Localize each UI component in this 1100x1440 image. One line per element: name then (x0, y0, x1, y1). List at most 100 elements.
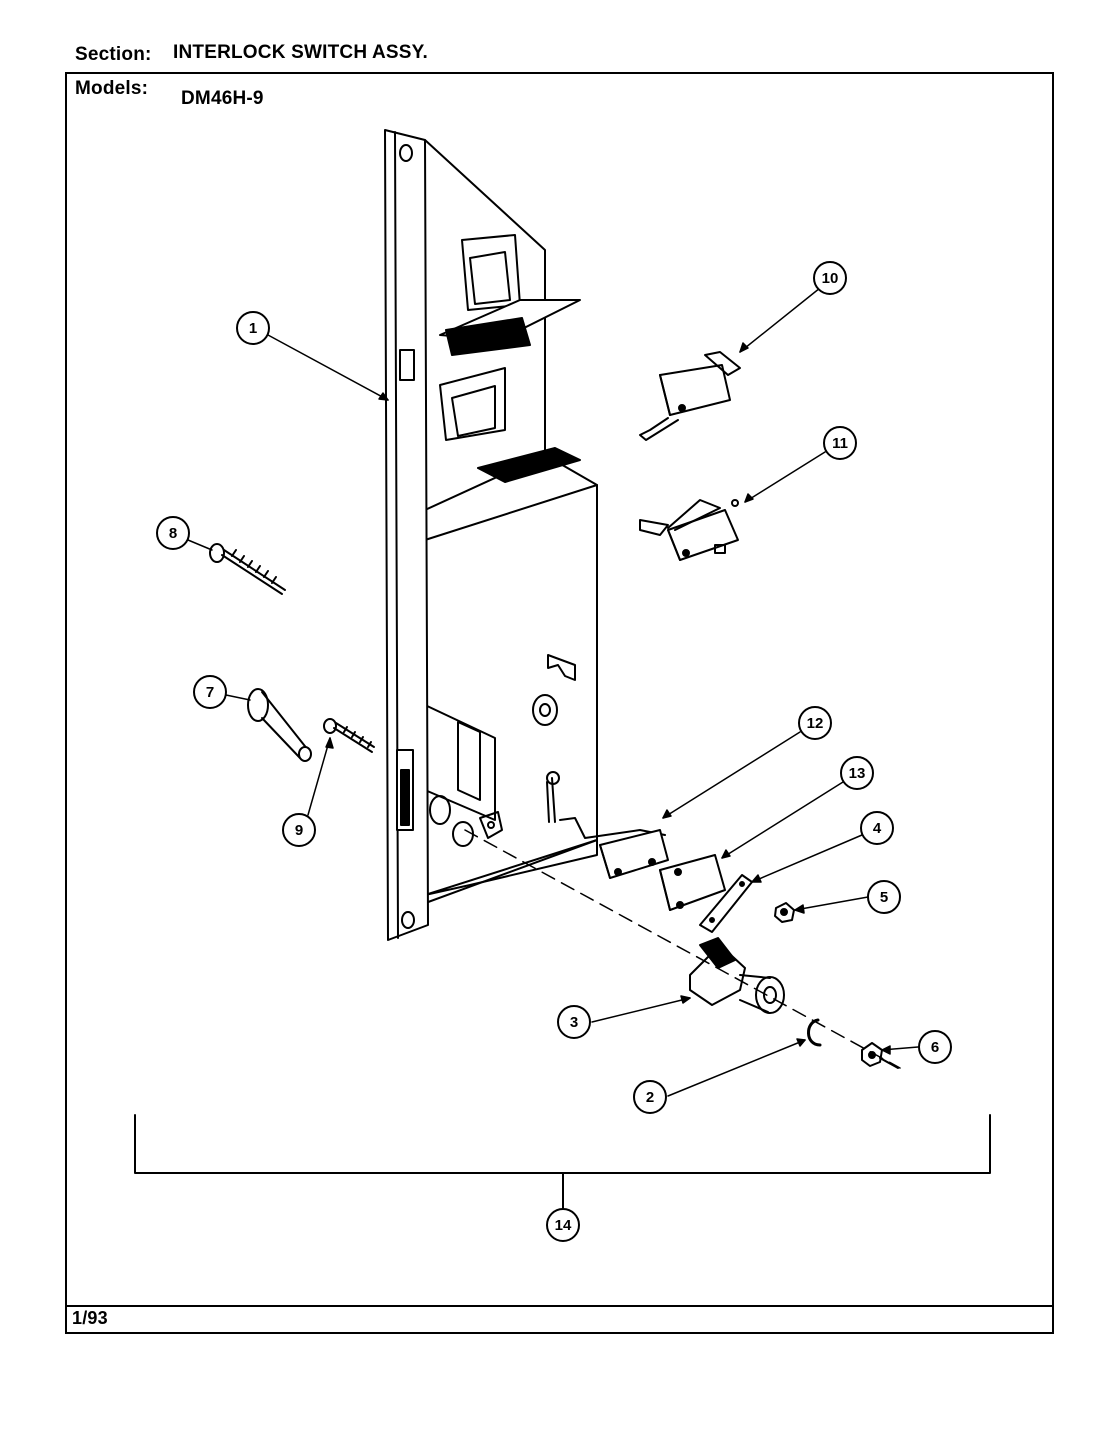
date-code: 1/93 (72, 1308, 108, 1328)
leader-7 (225, 694, 251, 701)
switch-11-lever (667, 499, 721, 531)
leader-5 (794, 896, 869, 911)
callout-12-label: 12 (807, 715, 824, 732)
screw-8-thread (221, 549, 286, 595)
switch-11-edge (667, 529, 681, 561)
switch-13-body (659, 854, 726, 911)
switch-12-screw (648, 858, 656, 866)
callout-5-label: 5 (880, 889, 888, 906)
nut-5 (774, 902, 795, 923)
assembly-bracket-line (134, 1114, 991, 1174)
switch-10-edge (659, 374, 671, 416)
mounting-bracket (384, 129, 598, 941)
arrowhead-12 (662, 809, 672, 819)
bracket-hole (532, 694, 558, 726)
leader-3 (591, 997, 691, 1023)
actuator-3-arm (739, 974, 771, 1013)
bracket-mid-slot-inner (451, 385, 496, 437)
callout-7: 7 (193, 675, 227, 709)
bracket-bottom-lip (424, 839, 598, 896)
leader-lines (187, 287, 919, 1097)
switch-13-button (674, 868, 682, 876)
callout-13: 13 (840, 756, 874, 790)
switch-11-screw (682, 549, 690, 557)
arrowhead-1 (378, 392, 389, 401)
switch-10-lever (639, 417, 679, 441)
actuator-3 (689, 937, 785, 1014)
section-label: Section: (75, 44, 152, 65)
footer-divider (65, 1305, 1054, 1307)
pin-7-head (247, 688, 269, 722)
callout-11: 11 (823, 426, 857, 460)
pin-7-end (298, 746, 312, 762)
switch-12-edge (599, 844, 611, 879)
plate-4-hole (739, 881, 745, 887)
actuator-3-cam (699, 937, 736, 969)
actuator-3-hub-hole (763, 986, 777, 1004)
leader-11 (744, 451, 826, 503)
arrowhead-2 (796, 1038, 806, 1047)
bracket-shelf-top (445, 317, 531, 356)
bracket-hook (547, 654, 576, 681)
nut-6 (861, 1042, 899, 1069)
screw-8-head (209, 543, 225, 563)
switch-11-actuator (639, 519, 669, 536)
switch-11 (639, 499, 739, 561)
diagram-frame (65, 72, 1054, 1334)
bracket-flange-slot-inner (400, 769, 410, 826)
leader-10 (739, 287, 821, 353)
switch-12-lever (559, 817, 666, 839)
switch-12-screw (614, 868, 622, 876)
assembly-bracket (134, 1114, 991, 1209)
callout-2: 2 (633, 1080, 667, 1114)
callout-6: 6 (918, 1030, 952, 1064)
switch-12-body (599, 829, 669, 879)
switch-10 (639, 351, 741, 441)
callouts: 1 10 11 8 7 9 12 13 (156, 261, 952, 1242)
switch-10-screw (678, 404, 686, 412)
callout-10-label: 10 (822, 270, 839, 287)
callout-8: 8 (156, 516, 190, 550)
switch-10-body (659, 364, 731, 416)
arrowhead-5 (794, 904, 805, 914)
callout-12: 12 (798, 706, 832, 740)
leader-4 (751, 834, 863, 883)
leader-12 (662, 731, 801, 819)
bracket-tab-hole (487, 821, 495, 829)
assembly-axis (464, 829, 901, 1069)
nut-5-hole (780, 908, 788, 916)
leader-2 (667, 1039, 806, 1097)
callout-3-label: 3 (570, 1014, 578, 1031)
callout-9: 9 (282, 813, 316, 847)
bracket-flange-hole (401, 911, 415, 929)
switch-13 (659, 854, 726, 911)
switch-11-pin (731, 499, 739, 507)
models-label: Models: (75, 78, 149, 99)
screw-9-thread (333, 722, 375, 753)
callout-1-label: 1 (249, 320, 257, 337)
leader-13 (721, 781, 844, 859)
bracket-ledge (477, 447, 581, 483)
arrowhead-9 (325, 737, 334, 749)
plate-4-hole (709, 917, 715, 923)
arrowhead-3 (680, 995, 691, 1004)
bracket-rod (546, 777, 556, 823)
callout-4-label: 4 (873, 820, 882, 837)
bracket-lower-recess-inner (457, 721, 481, 801)
bracket-rod-end (546, 771, 560, 785)
callout-9-label: 9 (295, 822, 303, 839)
arrowhead-6 (881, 1045, 891, 1055)
callout-4: 4 (860, 811, 894, 845)
callout-11-label: 11 (832, 435, 848, 452)
arrowhead-10 (739, 342, 749, 353)
callout-1: 1 (236, 311, 270, 345)
bracket-crease (424, 484, 598, 541)
pin-7-shaft (261, 691, 309, 759)
arrowhead-13 (721, 849, 731, 859)
leader-8 (187, 539, 213, 551)
switch-13-screw (676, 901, 684, 909)
callout-7-label: 7 (206, 684, 214, 701)
bracket-flange-hole (399, 144, 413, 162)
leader-9 (307, 737, 331, 816)
